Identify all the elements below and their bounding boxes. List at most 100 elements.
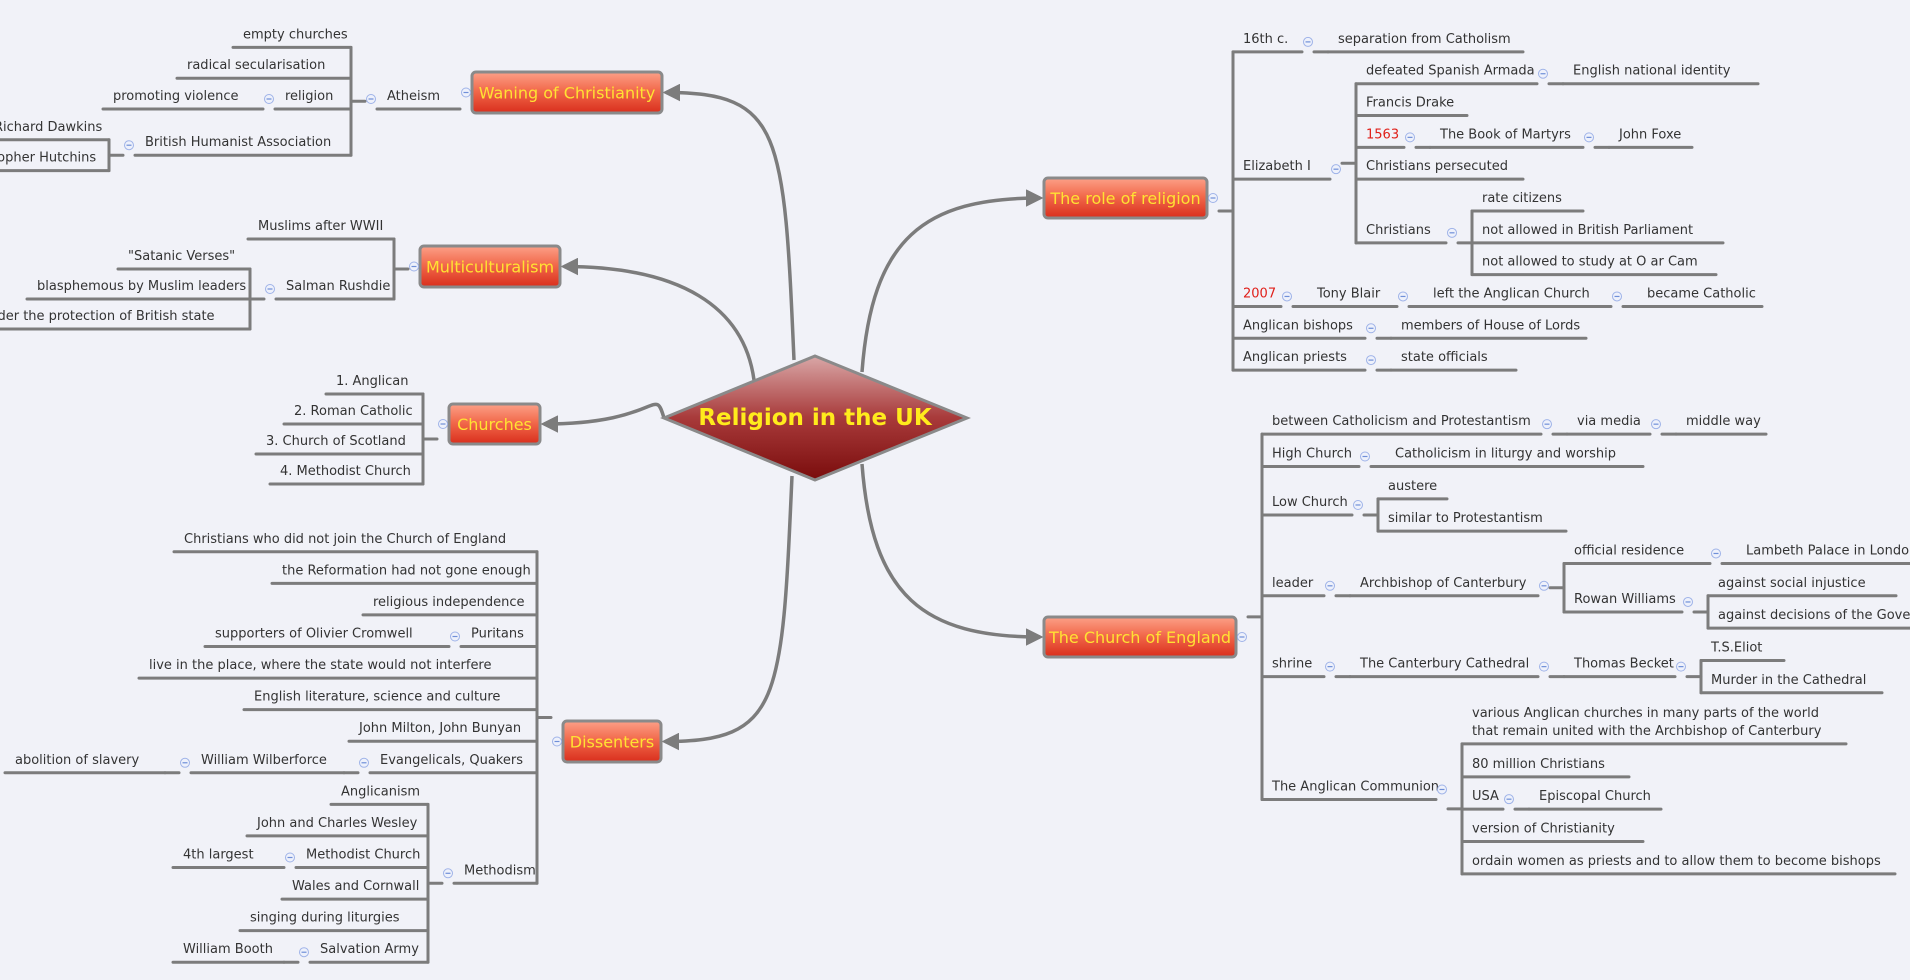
topic-christians-persecuted[interactable]: Christians persecuted xyxy=(1366,159,1508,174)
topic-shrine[interactable]: shrine xyxy=(1272,657,1335,672)
topic-rowan-williams[interactable]: Rowan Williams xyxy=(1574,592,1693,607)
topic-british-humanist-association[interactable]: British Humanist Association xyxy=(124,135,332,151)
topic-against-social-injustice[interactable]: against social injustice xyxy=(1718,576,1866,591)
main-topic-multiculturalism[interactable]: Multiculturalism xyxy=(409,244,562,289)
topic-anglicanism[interactable]: Anglicanism xyxy=(341,784,420,799)
topic-empty-churches[interactable]: empty churches xyxy=(243,27,348,42)
topic-william-wilberforce[interactable]: William Wilberforce xyxy=(180,753,327,768)
topic-muslims-after-wwii[interactable]: Muslims after WWII xyxy=(258,219,383,234)
topic-episcopal-church[interactable]: Episcopal Church xyxy=(1539,789,1651,804)
topic-members-of-house-of-lords[interactable]: members of House of Lords xyxy=(1401,318,1580,333)
topic-label: various Anglican churches in many parts … xyxy=(1472,706,1822,739)
topic-salman-rushdie[interactable]: Salman Rushdie xyxy=(265,279,391,294)
topic-elizabeth-i[interactable]: Elizabeth I xyxy=(1243,159,1341,175)
topic-label: The Book of Martyrs xyxy=(1439,127,1571,142)
topic-state-officials[interactable]: state officials xyxy=(1401,350,1488,365)
topic-tony-blair[interactable]: Tony Blair xyxy=(1316,286,1408,302)
topic-ordain-women-as-priests-and-to-allow-the[interactable]: ordain women as priests and to allow the… xyxy=(1472,854,1881,869)
topic-christopher-hutchins[interactable]: Christopher Hutchins xyxy=(0,151,96,166)
topic-left-the-anglican-church[interactable]: left the Anglican Church xyxy=(1433,286,1622,302)
topic-between-catholicism-and-protestantism[interactable]: between Catholicism and Protestantism xyxy=(1272,414,1552,430)
topic-similar-to-protestantism[interactable]: similar to Protestantism xyxy=(1388,511,1543,526)
topic-not-allowed-in-british-parliament[interactable]: not allowed in British Parliament xyxy=(1482,223,1693,238)
topic-christians[interactable]: Christians xyxy=(1366,223,1457,238)
topic-atheism[interactable]: Atheism xyxy=(366,89,441,104)
topic-salvation-army[interactable]: Salvation Army xyxy=(299,942,420,958)
topic-methodist-church[interactable]: Methodist Church xyxy=(285,848,421,863)
topic-80-million-christians[interactable]: 80 million Christians xyxy=(1472,757,1605,772)
topic-2007[interactable]: 2007 xyxy=(1243,286,1292,302)
topic-4-methodist-church[interactable]: 4. Methodist Church xyxy=(280,464,411,479)
topic-religion[interactable]: religion xyxy=(264,89,334,104)
topic-label: John Milton, John Bunyan xyxy=(358,721,521,736)
topic-murder-in-the-cathedral[interactable]: Murder in the Cathedral xyxy=(1711,673,1866,688)
topic-live-in-the-place-where-the-state-would-[interactable]: live in the place, where the state would… xyxy=(149,658,492,673)
topic-rate-citizens[interactable]: rate citizens xyxy=(1482,191,1562,206)
central-topic[interactable]: Religion in the UK xyxy=(660,354,971,482)
topic-puritans[interactable]: Puritans xyxy=(450,627,525,642)
topic-john-milton-john-bunyan[interactable]: John Milton, John Bunyan xyxy=(358,721,521,736)
topic-richard-dawkins[interactable]: Richard Dawkins xyxy=(0,120,102,135)
topic-defeated-spanish-armada[interactable]: defeated Spanish Armada xyxy=(1366,64,1548,79)
topic-4th-largest[interactable]: 4th largest xyxy=(183,848,254,863)
topic-supporters-of-olivier-cromwell[interactable]: supporters of Olivier Cromwell xyxy=(215,627,413,642)
topic-via-media[interactable]: via media xyxy=(1577,414,1661,430)
main-topic-churches[interactable]: Churches xyxy=(438,402,542,446)
main-topic-the-church-of-england[interactable]: The Church of England xyxy=(1042,615,1247,659)
main-topic-dissenters[interactable]: Dissenters xyxy=(552,719,663,764)
topic-evangelicals-quakers[interactable]: Evangelicals, Quakers xyxy=(359,753,524,768)
topic-1-anglican[interactable]: 1. Anglican xyxy=(336,374,409,389)
topic-abolition-of-slavery[interactable]: abolition of slavery xyxy=(15,753,139,768)
topic-archbishop-of-canterbury[interactable]: Archbishop of Canterbury xyxy=(1360,576,1549,591)
main-topic-waning-of-christianity[interactable]: Waning of Christianity xyxy=(461,70,664,115)
topic-1563[interactable]: 1563 xyxy=(1366,127,1415,143)
topic-became-catholic[interactable]: became Catholic xyxy=(1647,286,1756,301)
topic-promoting-violence[interactable]: promoting violence xyxy=(113,89,238,104)
main-topic-the-role-of-religion[interactable]: The role of religion xyxy=(1042,176,1218,220)
topic-satanic-verses[interactable]: "Satanic Verses" xyxy=(128,249,235,264)
topic-against-decisions-of-the-government[interactable]: against decisions of the Government xyxy=(1718,608,1910,623)
topic-3-church-of-scotland[interactable]: 3. Church of Scotland xyxy=(266,434,406,449)
topic-john-foxe[interactable]: John Foxe xyxy=(1618,127,1681,142)
topic-the-book-of-martyrs[interactable]: The Book of Martyrs xyxy=(1439,127,1594,143)
topic-usa[interactable]: USA xyxy=(1472,789,1514,805)
topic-low-church[interactable]: Low Church xyxy=(1272,495,1363,510)
topic-various-anglican-churches-in-many-parts-[interactable]: various Anglican churches in many parts … xyxy=(1472,706,1822,739)
topic-16th-c[interactable]: 16th c. xyxy=(1243,32,1313,47)
topic-singing-during-liturgies[interactable]: singing during liturgies xyxy=(250,911,400,926)
topic-blasphemous-by-muslim-leaders[interactable]: blasphemous by Muslim leaders xyxy=(37,279,246,294)
topic-christians-who-did-not-join-the-church-o[interactable]: Christians who did not join the Church o… xyxy=(184,532,506,547)
topic-catholicism-in-liturgy-and-worship[interactable]: Catholicism in liturgy and worship xyxy=(1395,446,1616,461)
topic-t-s-eliot[interactable]: T.S.Eliot xyxy=(1710,640,1762,655)
topic-the-reformation-had-not-gone-enough[interactable]: the Reformation had not gone enough xyxy=(282,563,531,578)
topic-not-allowed-to-study-at-o-ar-cam[interactable]: not allowed to study at O ar Cam xyxy=(1482,255,1698,270)
topic-the-canterbury-cathedral[interactable]: The Canterbury Cathedral xyxy=(1359,657,1549,672)
topic-thomas-becket[interactable]: Thomas Becket xyxy=(1573,657,1686,672)
topic-william-booth[interactable]: William Booth xyxy=(183,942,273,957)
topic-the-anglican-communion[interactable]: The Anglican Communion xyxy=(1271,779,1447,795)
topic-radical-secularisation[interactable]: radical secularisation xyxy=(187,58,325,73)
topic-religious-independence[interactable]: religious independence xyxy=(373,595,524,610)
topic-wales-and-cornwall[interactable]: Wales and Cornwall xyxy=(292,879,419,894)
topic-francis-drake[interactable]: Francis Drake xyxy=(1366,96,1454,111)
topic-anglican-priests[interactable]: Anglican priests xyxy=(1243,350,1376,366)
topic-anglican-bishops[interactable]: Anglican bishops xyxy=(1243,318,1376,334)
topic-label: 1563 xyxy=(1366,127,1399,142)
topic-english-national-identity[interactable]: English national identity xyxy=(1573,64,1731,79)
topic-2-roman-catholic[interactable]: 2. Roman Catholic xyxy=(294,404,413,419)
topic-official-residence[interactable]: official residence xyxy=(1574,543,1721,559)
topic-label: Thomas Becket xyxy=(1573,657,1674,672)
topic-leader[interactable]: leader xyxy=(1272,576,1335,591)
topic-high-church[interactable]: High Church xyxy=(1272,446,1370,462)
topic-methodism[interactable]: Methodism xyxy=(443,863,536,879)
topic-austere[interactable]: austere xyxy=(1388,479,1437,494)
topic-separation-from-catholism[interactable]: separation from Catholism xyxy=(1338,32,1511,47)
topic-under-the-protection-of-british-state[interactable]: under the protection of British state xyxy=(0,309,215,324)
topic-version-of-christianity[interactable]: version of Christianity xyxy=(1472,822,1615,837)
topic-middle-way[interactable]: middle way xyxy=(1686,414,1761,429)
topic-john-and-charles-wesley[interactable]: John and Charles Wesley xyxy=(256,816,418,831)
topic-english-literature-science-and-culture[interactable]: English literature, science and culture xyxy=(254,690,500,705)
topic-lambeth-palace-in-london[interactable]: Lambeth Palace in London xyxy=(1746,543,1910,558)
topic-label: William Wilberforce xyxy=(201,753,327,768)
